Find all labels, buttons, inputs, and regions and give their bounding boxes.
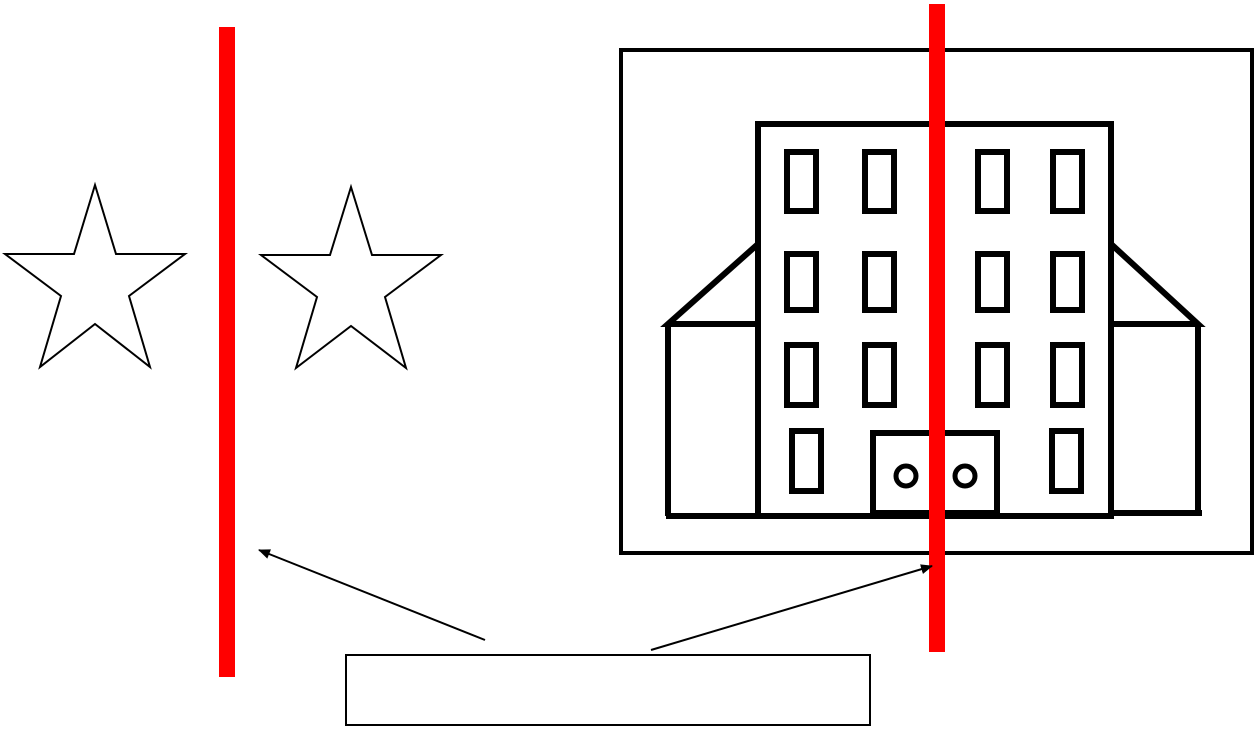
left-star-icon (1, 181, 188, 370)
right-star-icon (258, 183, 444, 371)
right-red-divider (929, 4, 945, 652)
arrow-to-right-divider (650, 564, 933, 651)
building-icon (660, 121, 1206, 519)
callout-label-box (345, 654, 871, 726)
left-red-divider (219, 27, 235, 677)
arrow-to-left-divider (258, 549, 486, 641)
